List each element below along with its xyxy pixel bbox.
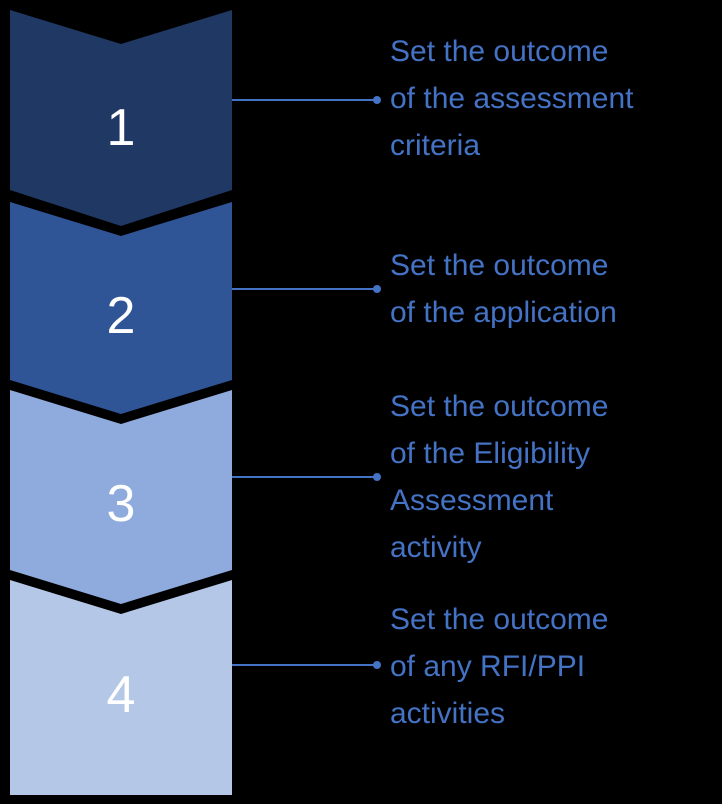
chevron-step-2: [10, 202, 232, 414]
step-label-1: Set the outcome of the assessment criter…: [390, 28, 710, 169]
step-label-1-line-1: Set the outcome: [390, 35, 609, 68]
step-number-2: 2: [107, 287, 136, 345]
chevron-group: [10, 10, 232, 795]
step-label-3-line-1: Set the outcome: [390, 390, 609, 423]
chevron-step-3: [10, 390, 232, 604]
step-label-4: Set the outcome of any RFI/PPI activitie…: [390, 596, 710, 737]
step-label-4-line-3: activities: [390, 697, 506, 730]
step-label-2-line-2: of the application: [390, 296, 617, 329]
step-number-4: 4: [107, 666, 136, 724]
connector-dot-3: [373, 473, 381, 481]
step-label-4-line-1: Set the outcome: [390, 603, 609, 636]
step-label-4-line-2: of any RFI/PPI: [390, 650, 586, 683]
chevron-step-1: [10, 10, 232, 226]
connector-dot-1: [373, 96, 381, 104]
connector-dot-2: [373, 285, 381, 293]
step-label-3-line-3: Assessment: [390, 484, 554, 517]
step-number-group: 1 2 3 4: [107, 99, 136, 724]
step-label-3-line-4: activity: [390, 531, 482, 564]
step-number-1: 1: [107, 99, 136, 157]
step-label-1-line-2: of the assessment: [390, 82, 634, 115]
chevron-step-4: [10, 580, 232, 795]
connector-dot-4: [373, 661, 381, 669]
step-number-3: 3: [107, 475, 136, 533]
step-label-2-line-1: Set the outcome: [390, 249, 609, 282]
step-label-2: Set the outcome of the application: [390, 242, 710, 336]
connector-group: [232, 96, 381, 669]
step-label-3-line-2: of the Eligibility: [390, 437, 591, 470]
step-label-1-line-3: criteria: [390, 129, 481, 162]
step-label-3: Set the outcome of the Eligibility Asses…: [390, 383, 710, 571]
